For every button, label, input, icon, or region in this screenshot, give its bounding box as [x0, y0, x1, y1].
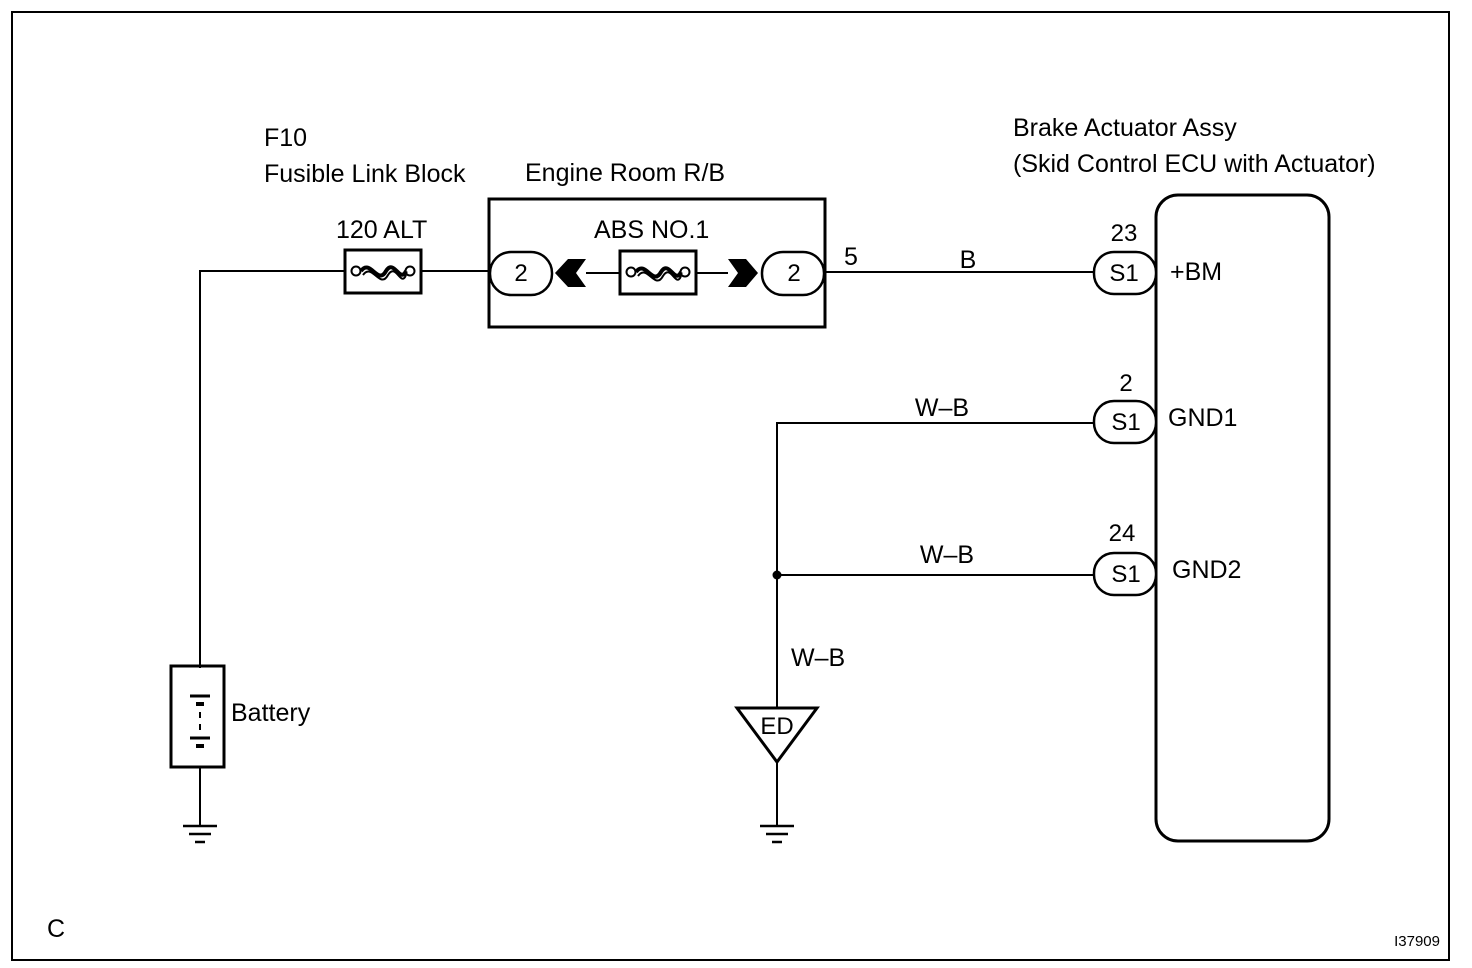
rb-out-arrowhead — [728, 259, 758, 287]
ground-splice-point — [772, 570, 782, 580]
battery-label: Battery — [231, 699, 311, 727]
engine-room-rb-box — [487, 197, 827, 329]
battery-feed-wire — [199, 270, 345, 668]
abs-fuse-label: ABS NO.1 — [594, 216, 709, 244]
engine-room-rb-label: Engine Room R/B — [525, 159, 725, 187]
abs-fuse-symbol — [618, 249, 698, 296]
ground-point-ed — [734, 706, 820, 765]
pin-24-connector-label: S1 — [1111, 561, 1140, 588]
ground-point-label: ED — [760, 713, 793, 740]
rb-in-arrowhead — [555, 259, 586, 287]
page-corner-label: C — [47, 915, 65, 943]
battery-chassis-ground-icon — [183, 824, 217, 844]
pin-23-signal: +BM — [1170, 258, 1222, 286]
fusible-link-code: F10 — [264, 124, 307, 152]
pin-2-connector-label: S1 — [1111, 409, 1140, 436]
actuator-body — [1154, 193, 1331, 843]
figure-id: I37909 — [1394, 933, 1440, 950]
actuator-subtitle: (Skid Control ECU with Actuator) — [1013, 150, 1376, 178]
pin-23-connector — [1092, 250, 1158, 296]
gnd1-wire-color: W–B — [915, 394, 969, 422]
rb-connector-in — [488, 250, 554, 297]
alt-fuse-label: 120 ALT — [336, 216, 427, 244]
gnd2-wire-color: W–B — [920, 541, 974, 569]
actuator-title: Brake Actuator Assy — [1013, 114, 1237, 142]
fusible-link-block-label: Fusible Link Block — [264, 160, 466, 188]
gnd1-wire — [776, 422, 1094, 708]
diagram-frame — [11, 11, 1450, 961]
ground-trunk-wire-color: W–B — [791, 644, 845, 672]
battery-symbol — [169, 664, 226, 769]
pin-23-number: 23 — [1111, 220, 1138, 247]
rb-connector-in-pin: 2 — [514, 260, 527, 287]
bm-wire-color: B — [960, 246, 977, 274]
alt-fuse-symbol — [343, 248, 423, 295]
ed-chassis-ground-icon — [760, 824, 794, 844]
pin-23-connector-label: S1 — [1109, 260, 1138, 287]
pin-24-signal: GND2 — [1172, 556, 1241, 584]
rb-connector-out — [760, 250, 826, 297]
pin-24-number: 24 — [1109, 520, 1136, 547]
pin-2-number: 2 — [1119, 370, 1132, 397]
rb-output-terminal-number: 5 — [844, 243, 858, 271]
rb-connector-out-pin: 2 — [787, 260, 800, 287]
pin-2-signal: GND1 — [1168, 404, 1237, 432]
